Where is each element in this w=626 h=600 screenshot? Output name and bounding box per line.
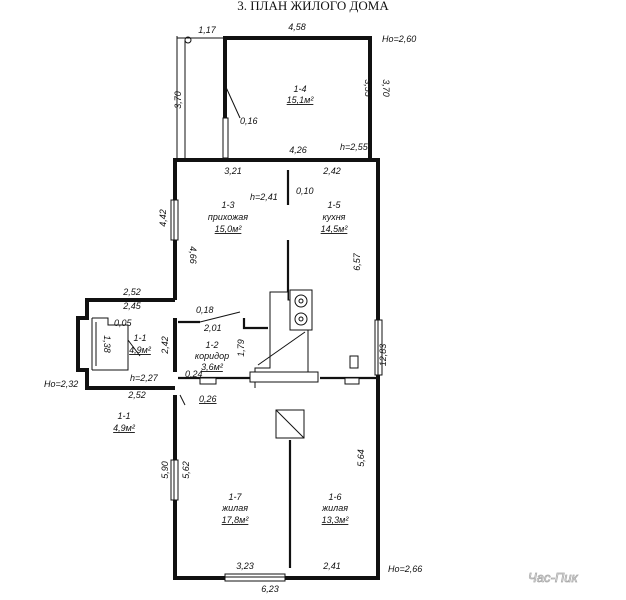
room-1-2-area: 3,6м² bbox=[201, 362, 224, 372]
dim-label: 2,42 bbox=[322, 166, 341, 176]
room-1-5-id: 1-5 bbox=[327, 200, 341, 210]
interior-partitions bbox=[178, 170, 378, 568]
dim-label: 2,42 bbox=[160, 336, 170, 355]
dim-label: 0,10 bbox=[296, 186, 314, 196]
room-1-6-id: 1-6 bbox=[328, 492, 341, 502]
dim-label: 1,17 bbox=[198, 25, 217, 35]
dim-label: 4,42 bbox=[158, 209, 168, 227]
room-1-3-id: 1-3 bbox=[221, 200, 234, 210]
room-1-6-name: жилая bbox=[321, 503, 348, 513]
dim-label: 0,05 bbox=[114, 318, 133, 328]
dim-label: 2,52 bbox=[122, 287, 141, 297]
main-walls bbox=[170, 158, 383, 582]
room-1-1-porch-id: 1-1 bbox=[133, 333, 146, 343]
dim-label: 2,41 bbox=[322, 561, 341, 571]
room-1-3-area: 15,0м² bbox=[215, 224, 243, 234]
room-1-7-name: жилая bbox=[221, 503, 248, 513]
dim-label: 2,52 bbox=[127, 390, 146, 400]
dim-label: 4,58 bbox=[288, 22, 306, 32]
gas-meter bbox=[349, 355, 359, 369]
dim-label: 4,66 bbox=[188, 246, 198, 264]
dim-label: 3,70 bbox=[381, 79, 391, 97]
door-jamb-right bbox=[344, 377, 360, 385]
room-1-4-id: 1-4 bbox=[293, 84, 306, 94]
room-1-3-name: прихожая bbox=[208, 212, 248, 222]
annex-partition bbox=[222, 117, 229, 159]
dim-label: 1,79 bbox=[236, 339, 246, 357]
room-1-5-area: 14,5м² bbox=[321, 224, 349, 234]
dim-label: 6,57 bbox=[352, 252, 362, 271]
dim-label: 0,16 bbox=[240, 116, 258, 126]
height-label: Но=2,32 bbox=[44, 379, 78, 389]
dim-label: 12,83 bbox=[378, 344, 388, 367]
room-1-1-porch-area: 4,9м² bbox=[129, 345, 152, 355]
dim-label: 6,23 bbox=[261, 584, 279, 594]
height-label: h=2,27 bbox=[130, 373, 159, 383]
dim-label: 5,90 bbox=[160, 461, 170, 479]
dim-label: 3,21 bbox=[224, 166, 242, 176]
room-1-1-outside-area: 4,9м² bbox=[113, 423, 136, 433]
watermark-text: Час-Пик bbox=[528, 570, 578, 585]
door-jamb bbox=[199, 377, 217, 385]
porch bbox=[76, 298, 175, 390]
dim-label: 2,01 bbox=[203, 323, 222, 333]
dim-label: 3,55 bbox=[363, 79, 373, 98]
room-1-7-id: 1-7 bbox=[228, 492, 242, 502]
room-1-1-outside-id: 1-1 bbox=[117, 411, 130, 421]
dim-label: 5,64 bbox=[356, 449, 366, 467]
dim-label: 2,45 bbox=[122, 301, 142, 311]
dimension-labels: 1,17 4,58 3,70 3,55 3,70 0,16 4,26 3,21 … bbox=[102, 22, 391, 594]
dim-label: 3,70 bbox=[173, 91, 183, 109]
height-labels: Но=2,60 h=2,55 h=2,41 Но=2,32 h=2,27 Но=… bbox=[44, 34, 422, 574]
room-1-7-area: 17,8м² bbox=[222, 515, 250, 525]
room-1-5-name: кухня bbox=[322, 212, 345, 222]
dim-label: 5,62 bbox=[181, 461, 191, 479]
height-label: Но=2,66 bbox=[388, 564, 422, 574]
height-label: h=2,41 bbox=[250, 192, 278, 202]
height-label: Но=2,60 bbox=[382, 34, 416, 44]
dim-label: 0,18 bbox=[196, 305, 214, 315]
dim-label: 0,26 bbox=[199, 394, 217, 404]
room-1-2-name: коридор bbox=[195, 351, 229, 361]
room-1-2-id: 1-2 bbox=[205, 340, 218, 350]
dim-label: 0,24 bbox=[185, 369, 203, 379]
dim-label: 1,38 bbox=[102, 335, 112, 353]
annex-walls bbox=[176, 36, 372, 159]
room-1-4-area: 15,1м² bbox=[287, 95, 315, 105]
room-1-6-area: 13,3м² bbox=[322, 515, 350, 525]
dim-label: 3,23 bbox=[236, 561, 254, 571]
height-label: h=2,55 bbox=[340, 142, 369, 152]
stove bbox=[249, 289, 359, 439]
dim-label: 4,26 bbox=[289, 145, 307, 155]
plan-title: 3. ПЛАН ЖИЛОГО ДОМА bbox=[237, 0, 389, 13]
